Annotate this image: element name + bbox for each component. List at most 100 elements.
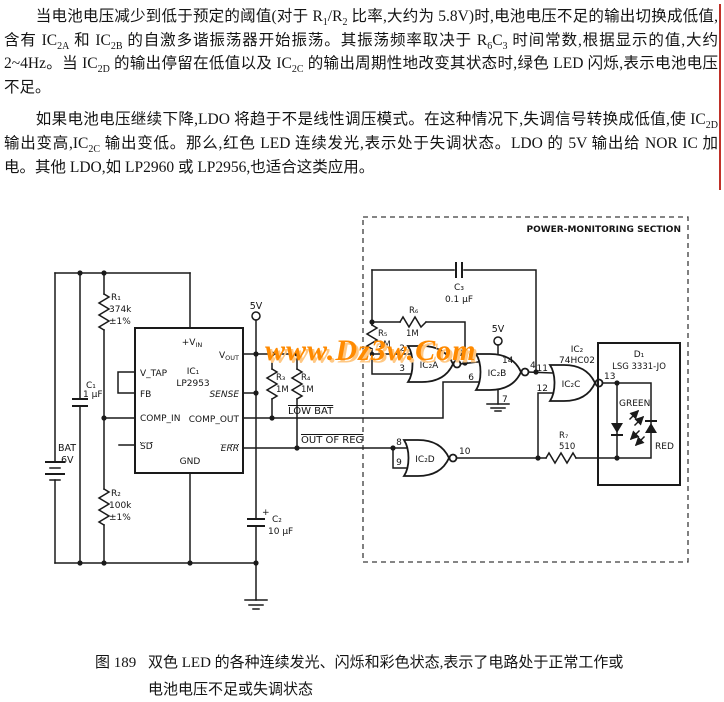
pin-4: 4	[530, 361, 536, 371]
green-led-symbol	[611, 423, 623, 436]
supply-5v-right-label: 5V	[492, 324, 505, 335]
capacitor-c3: C₃ 0.1 µF	[445, 262, 473, 305]
pin-6: 6	[468, 373, 474, 383]
ic2c-label: IC₂C	[562, 380, 581, 390]
ic2-name: IC₂	[571, 345, 584, 355]
junction-dots	[77, 270, 620, 566]
r2-tolerance: ±1%	[109, 513, 131, 523]
body-text: 当电池电压减少到低于预定的阈值(对于 R1/R2 比率,大约为 5.8V)时,电…	[4, 5, 718, 179]
r4-label: R₄	[301, 373, 311, 383]
figure-caption: 图 189 双色 LED 的各种连续发光、闪烁和彩色状态,表示了电路处于正常工作或…	[95, 650, 655, 702]
caption-line-1: 图 189 双色 LED 的各种连续发光、闪烁和彩色状态,表示了电路处于正常工作或	[95, 650, 655, 677]
c3-label: C₃	[454, 283, 464, 293]
capacitor-c1: C₁ 1 µF	[72, 381, 103, 407]
caption-line-2: 电池电压不足或失调状态	[148, 682, 314, 698]
power-monitoring-section-border	[362, 216, 689, 563]
capacitor-c2: + C₂ 10 µF	[247, 508, 293, 537]
ic1-pin-vin: +VIN	[182, 338, 203, 349]
ic2d-label: IC₂D	[415, 455, 435, 465]
ic1-pin-fb: FB	[140, 390, 151, 400]
pin-14: 14	[502, 356, 514, 366]
ic1-pin-err: ERR	[221, 444, 239, 454]
r2-label: R₂	[111, 489, 121, 499]
r4-value: 1M	[301, 385, 314, 395]
r6-label: R₆	[409, 306, 419, 316]
c2-value: 10 µF	[268, 527, 293, 537]
r1-label: R₁	[111, 293, 121, 303]
d1-green-label: GREEN	[619, 399, 650, 409]
resistor-r5: R₅ 1M	[365, 323, 391, 351]
r3-label: R₃	[276, 373, 285, 383]
ic1-pin-gnd: GND	[180, 457, 201, 467]
nor-gate-ic2b: IC₂B	[474, 353, 530, 391]
r1-tolerance: ±1%	[109, 317, 131, 327]
c1-label: C₁	[86, 381, 96, 391]
ground-symbol-ic2b	[486, 403, 510, 412]
ic1-pin-comp-out: COMP_OUT	[189, 415, 240, 425]
resistor-r1: R₁ 374k ±1%	[97, 292, 132, 332]
resistor-r4: R₄ 1M	[290, 367, 314, 401]
r1-value: 374k	[109, 305, 132, 315]
pin-9: 9	[396, 458, 402, 468]
pin-7: 7	[502, 395, 508, 405]
resistor-r6: R₆ 1M	[398, 306, 428, 339]
ic1-pin-comp-in: COMP_IN	[140, 414, 180, 424]
pin-3: 3	[399, 364, 405, 374]
ic1-lp2953: +VIN V_TAP IC₁ LP2953 FB COMP_IN SD GND …	[134, 327, 244, 474]
supply-5v-right: 5V	[492, 324, 505, 346]
c2-label: C₂	[272, 515, 282, 525]
nor-gate-ic2d: IC₂D	[402, 439, 458, 477]
ic2b-label: IC₂B	[488, 369, 507, 379]
r5-label: R₅	[378, 329, 387, 339]
pin-12: 12	[537, 384, 548, 394]
battery: BAT 6V	[45, 443, 76, 481]
battery-value: 6V	[61, 455, 74, 466]
supply-5v-left: 5V	[250, 301, 263, 321]
paragraph-1: 当电池电压减少到低于预定的阈值(对于 R1/R2 比率,大约为 5.8V)时,电…	[4, 8, 718, 96]
r5-value: 1M	[378, 340, 391, 350]
d1-part-number: LSG 3331-JO	[612, 362, 666, 372]
r6-value: 1M	[406, 329, 419, 339]
ic1-pin-vout: VOUT	[219, 351, 239, 362]
supply-5v-left-label: 5V	[250, 301, 263, 312]
wires-monitor	[371, 269, 618, 469]
pin-1: 1	[458, 349, 464, 359]
ic1-pin-vtap: V_TAP	[140, 369, 168, 379]
c1-value: 1 µF	[83, 390, 103, 400]
signal-out-of-reg: OUT OF REG	[301, 435, 363, 446]
pin-10: 10	[459, 447, 471, 457]
ic2a-label: IC₂A	[420, 361, 440, 371]
ic2-pin-numbers: 2 3 1 5 6 14 7 4 11 12 13 8 9 10	[396, 344, 615, 468]
caption-text-1: 双色 LED 的各种连续发光、闪烁和彩色状态,表示了电路处于正常工作或	[148, 655, 624, 671]
r7-value: 510	[559, 442, 575, 452]
figure-number: 图 189	[95, 655, 137, 671]
pin-8: 8	[396, 438, 402, 448]
pin-13: 13	[604, 372, 615, 382]
c2-plus-sign: +	[262, 508, 270, 518]
d1-red-label: RED	[655, 442, 674, 452]
pin-5: 5	[468, 353, 474, 363]
pin-2: 2	[399, 344, 405, 354]
watermark: www.Dz3w.Com	[265, 334, 477, 367]
r7-label: R₇	[559, 431, 569, 441]
ic1-name: IC₁	[187, 367, 200, 377]
resistor-r2: R₂ 100k ±1%	[97, 487, 132, 527]
ic2-part-label: IC₂ 74HC02	[559, 345, 595, 366]
pin-11: 11	[537, 364, 548, 374]
resistor-r3: R₃ 1M	[265, 367, 289, 401]
ic1-pin-sd: SD	[140, 442, 153, 452]
ground-symbol-main	[244, 599, 268, 610]
battery-label: BAT	[58, 443, 76, 454]
d1-label: D₁	[634, 350, 645, 360]
led-emission-arrows	[628, 409, 646, 447]
ic1-part-number: LP2953	[176, 379, 209, 389]
power-monitoring-section-title: POWER-MONITORING SECTION	[526, 225, 681, 235]
signal-low-bat: LOW BAT	[288, 406, 334, 417]
red-led-symbol	[645, 420, 657, 433]
led-d1: D₁ LSG 3331-JO GREEN RED	[597, 342, 681, 486]
r2-value: 100k	[109, 501, 132, 511]
nor-gate-ic2a: IC₂A	[406, 345, 462, 383]
page-edge-mark	[719, 4, 721, 190]
